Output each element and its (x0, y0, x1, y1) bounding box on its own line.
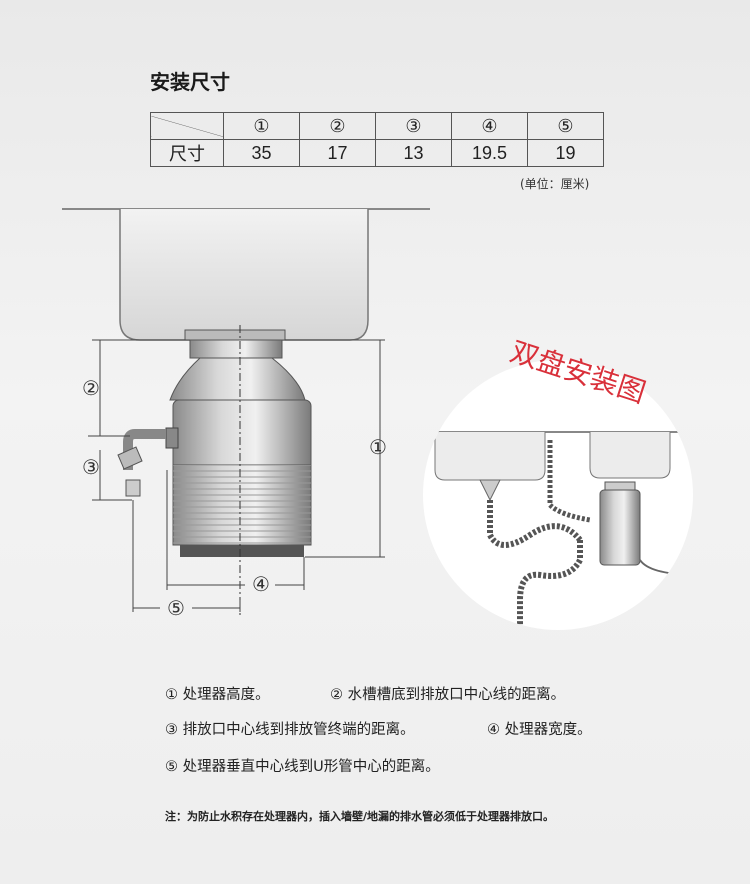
footnote: 注：为防止水积存在处理器内，插入墙壁/地漏的排水管必须低于处理器排放口。 (165, 810, 555, 823)
marker-2: ② (82, 376, 100, 400)
page-title: 安装尺寸 (150, 70, 230, 94)
table-header: ③ (375, 112, 452, 140)
sink (62, 208, 430, 341)
installation-diagram: ① ② ③ ④ ⑤ (62, 208, 693, 630)
table-corner-cell (150, 112, 224, 140)
dimension-lines (88, 339, 385, 612)
unit-label: (单位：厘米) (520, 177, 590, 191)
disposer (169, 325, 312, 615)
drain-pipe (117, 427, 179, 497)
marker-4: ④ (252, 572, 270, 596)
marker-1: ① (369, 435, 387, 459)
table-cell: 13 (375, 139, 452, 167)
table-cell: 19.5 (451, 139, 528, 167)
row-label: 尺寸 (150, 139, 224, 167)
marker-3: ③ (82, 455, 100, 479)
table-row: 尺寸 35 17 13 19.5 19 (150, 139, 604, 167)
double-sink-inset (423, 360, 693, 630)
table-cell: 19 (527, 139, 604, 167)
table-header-row: ① ② ③ ④ ⑤ (150, 112, 604, 140)
note-1: ① 处理器高度。 (165, 687, 270, 703)
note-2: ② 水槽槽底到排放口中心线的距离。 (330, 687, 566, 703)
table-header: ④ (451, 112, 528, 140)
table-cell: 17 (299, 139, 376, 167)
table-cell: 35 (223, 139, 300, 167)
note-5: ⑤ 处理器垂直中心线到U形管中心的距离。 (165, 759, 440, 775)
table-header: ② (299, 112, 376, 140)
table-header: ① (223, 112, 300, 140)
note-3: ③ 排放口中心线到排放管终端的距离。 (165, 722, 415, 738)
table-header: ⑤ (527, 112, 604, 140)
note-4: ④ 处理器宽度。 (487, 722, 592, 738)
marker-5: ⑤ (167, 596, 185, 620)
dimensions-table: ① ② ③ ④ ⑤ 尺寸 35 17 13 19.5 19 (150, 112, 604, 167)
